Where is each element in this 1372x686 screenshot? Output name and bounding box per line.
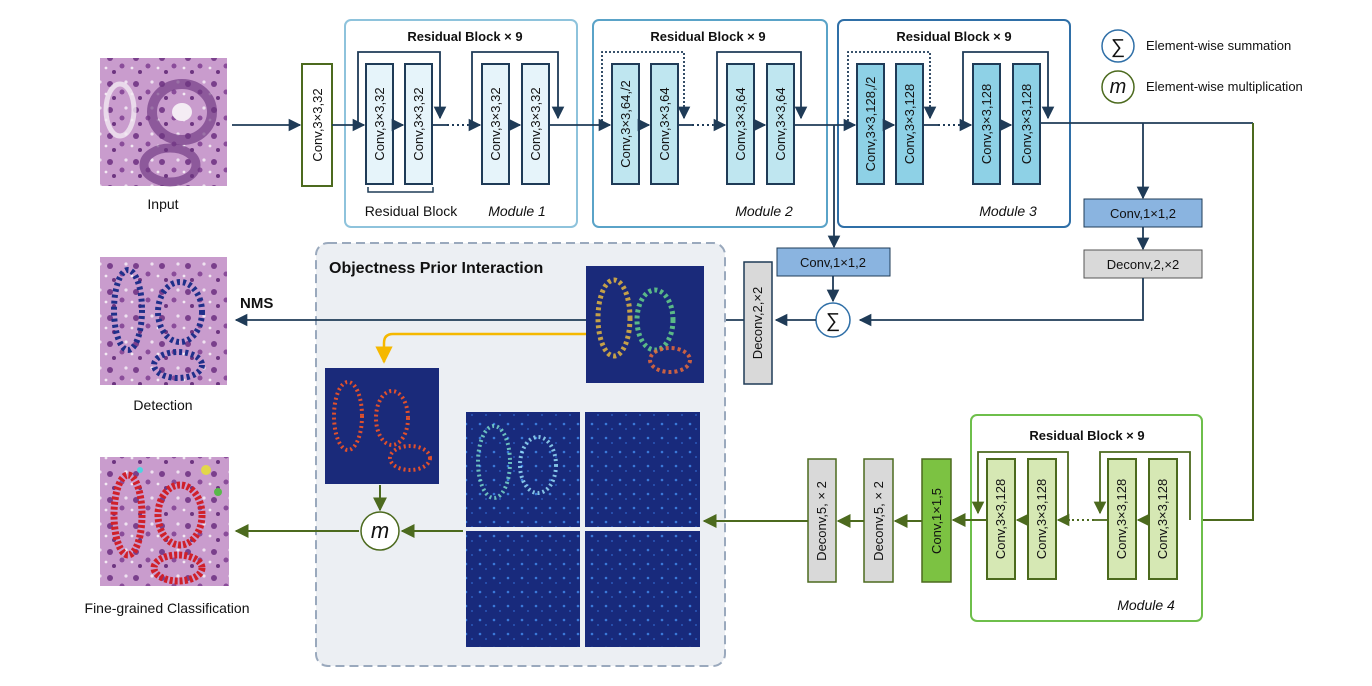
- m4-conv-a: Conv,3×3,128: [993, 479, 1008, 559]
- summation-label: Element-wise summation: [1146, 38, 1291, 53]
- conv-1x1-2-mid-label: Conv,1×1,2: [800, 255, 866, 270]
- summation-icon: [1101, 29, 1135, 63]
- opi-title: Objectness Prior Interaction: [329, 260, 543, 277]
- module-2-name: Module 2: [735, 203, 793, 219]
- multiplication-symbol: m: [1110, 76, 1127, 98]
- m1-conv-b: Conv,3×3,32: [411, 87, 426, 160]
- m4-conv-c: Conv,3×3,128: [1114, 479, 1129, 559]
- conv-1x1-5-label: Conv,1×1,5: [929, 488, 944, 554]
- module-1: Residual Block × 9 Module 1 Residual Blo…: [344, 19, 578, 228]
- module-2: Residual Block × 9 Module 2 Conv,3×3,64,…: [592, 19, 828, 228]
- m3-conv-b: Conv,3×3,128: [902, 84, 917, 164]
- module-3: Residual Block × 9 Module 3 Conv,3×3,128…: [837, 19, 1071, 228]
- m4-conv-d: Conv,3×3,128: [1155, 479, 1170, 559]
- deconv-5-a-label: Deconv,5, × 2: [814, 481, 829, 561]
- conv-1x1-2-top-label: Conv,1×1,2: [1110, 206, 1176, 221]
- summation-node-symbol: ∑: [826, 310, 840, 332]
- deconv-5-a: [807, 458, 837, 583]
- m2-conv-a: Conv,3×3,64,/2: [618, 80, 633, 168]
- class-heatmap-2: [585, 412, 700, 527]
- summation-symbol: ∑: [1111, 36, 1125, 58]
- m3-conv-d: Conv,3×3,128: [1019, 84, 1034, 164]
- module-1-title: Residual Block × 9: [407, 29, 522, 44]
- deconv-2x2-right: [1083, 249, 1203, 279]
- deconv-5-b-label: Deconv,5, × 2: [871, 481, 886, 561]
- m2-conv-b: Conv,3×3,64: [657, 87, 672, 160]
- deconv-5-b: [863, 458, 894, 583]
- objectness-prior-interaction-panel: Objectness Prior Interaction m: [315, 242, 726, 667]
- multiplication-label: Element-wise multiplication: [1146, 79, 1303, 94]
- m1-conv-a: Conv,3×3,32: [372, 87, 387, 160]
- detection-image: [100, 257, 227, 385]
- class-heatmap-4: [585, 531, 700, 647]
- module-3-name: Module 3: [979, 203, 1037, 219]
- residual-block-label: Residual Block: [365, 203, 459, 219]
- deconv-2x2-left: [743, 261, 773, 385]
- main-flow-arrows: [232, 118, 1253, 249]
- conv-1x1-2-mid: [776, 247, 891, 277]
- conv-input-label: Conv,3×3,32: [310, 88, 325, 161]
- detection-image-group: Detection: [100, 257, 227, 413]
- classification-label: Fine-grained Classification: [85, 600, 250, 616]
- m4-conv-b: Conv,3×3,128: [1034, 479, 1049, 559]
- m2-conv-d: Conv,3×3,64: [773, 87, 788, 160]
- multiplication-node-symbol: m: [371, 518, 389, 543]
- module-2-title: Residual Block × 9: [650, 29, 765, 44]
- module-4: Residual Block × 9 Module 4 Conv,3×3,128…: [970, 414, 1203, 622]
- legend: ∑ Element-wise summation m Element-wise …: [1101, 29, 1303, 104]
- conv-1x1-5: [921, 458, 952, 583]
- module-4-input-arrow: [1186, 123, 1254, 527]
- module-3-title: Residual Block × 9: [896, 29, 1011, 44]
- deconv-2x2-left-label: Deconv,2,×2: [750, 287, 765, 359]
- nms-label: NMS: [240, 295, 273, 312]
- m1-conv-d: Conv,3×3,32: [528, 87, 543, 160]
- module-4-name: Module 4: [1117, 597, 1175, 613]
- m3-conv-a: Conv,3×3,128,/2: [863, 77, 878, 172]
- m1-conv-c: Conv,3×3,32: [488, 87, 503, 160]
- conv-1x1-2-top: [1083, 198, 1203, 228]
- input-image-group: Input: [100, 58, 227, 212]
- objectness-prior-map: [325, 368, 439, 484]
- input-label: Input: [147, 196, 178, 212]
- module-1-name: Module 1: [488, 203, 546, 219]
- classification-image: [100, 457, 229, 586]
- class-heatmap-3: [466, 531, 580, 647]
- multiplication-node: [360, 511, 400, 551]
- multiplication-icon: [1101, 70, 1135, 104]
- class-heatmap-1: [466, 412, 580, 527]
- m3-conv-c: Conv,3×3,128: [979, 84, 994, 164]
- module-4-title: Residual Block × 9: [1029, 428, 1144, 443]
- m2-conv-c: Conv,3×3,64: [733, 87, 748, 160]
- classification-image-group: Fine-grained Classification: [85, 457, 250, 616]
- detection-label: Detection: [133, 397, 192, 413]
- deconv-2x2-right-label: Deconv,2,×2: [1107, 257, 1179, 272]
